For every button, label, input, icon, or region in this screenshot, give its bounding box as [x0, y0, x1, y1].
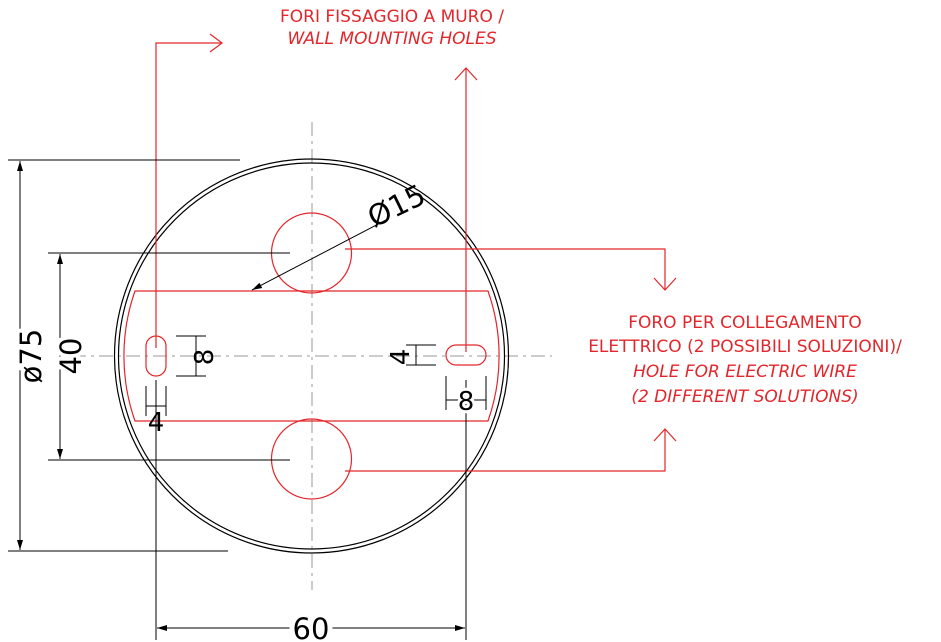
- dim-text-slot-left-length: 8: [190, 349, 220, 366]
- outer-circle-inner-edge: [117, 162, 506, 550]
- label-wire-hole-en-2: (2 DIFFERENT SOLUTIONS): [631, 387, 858, 407]
- leader-wire-bottom: [345, 429, 666, 472]
- outer-body: [113, 158, 510, 554]
- label-wire-hole-en-1: HOLE FOR ELECTRIC WIRE: [633, 362, 857, 382]
- label-wall-holes-it: FORI FISSAGGIO A MURO /: [280, 7, 504, 27]
- leader-wire-top: [345, 248, 666, 290]
- dim-text-slot-right-length: 8: [458, 387, 475, 417]
- outer-circle: [113, 158, 510, 554]
- leader-wall-holes-left: [155, 42, 222, 348]
- dim-text-slot-right-width: 4: [386, 349, 416, 366]
- dimension-texts: ø75 40 Ø15 8 4 4 8 60: [10, 178, 477, 642]
- dimension-lines: [8, 159, 487, 640]
- label-wire-hole-it-1: FORO PER COLLEGAMENTO: [628, 313, 862, 333]
- leader-diameter-15: [251, 219, 387, 291]
- arrowhead-up: [454, 67, 478, 81]
- wall-hole-bottom: [270, 418, 353, 500]
- dim-text-slot-left-width: 4: [148, 408, 165, 438]
- dim-text-outer-diameter: ø75: [14, 329, 48, 384]
- mounting-plate-outline: [123, 290, 500, 422]
- centerlines: [72, 122, 552, 590]
- dim-text-hole-diameter: Ø15: [362, 178, 431, 235]
- red-features: [123, 212, 500, 500]
- dim-text-hole-spacing: 40: [54, 338, 88, 375]
- label-wire-hole-it-2: ELETTRICO (2 POSSIBILI SOLUZIONI)/: [588, 337, 902, 357]
- arrowhead-up-bottom: [653, 428, 677, 442]
- arrowhead-down: [653, 277, 677, 291]
- red-leaders: [155, 33, 677, 472]
- label-wall-holes-en: WALL MOUNTING HOLES: [287, 29, 496, 49]
- annotation-labels: FORI FISSAGGIO A MURO / WALL MOUNTING HO…: [280, 7, 902, 407]
- dim-text-slot-spacing: 60: [293, 612, 330, 642]
- arrowhead-right: [209, 33, 223, 53]
